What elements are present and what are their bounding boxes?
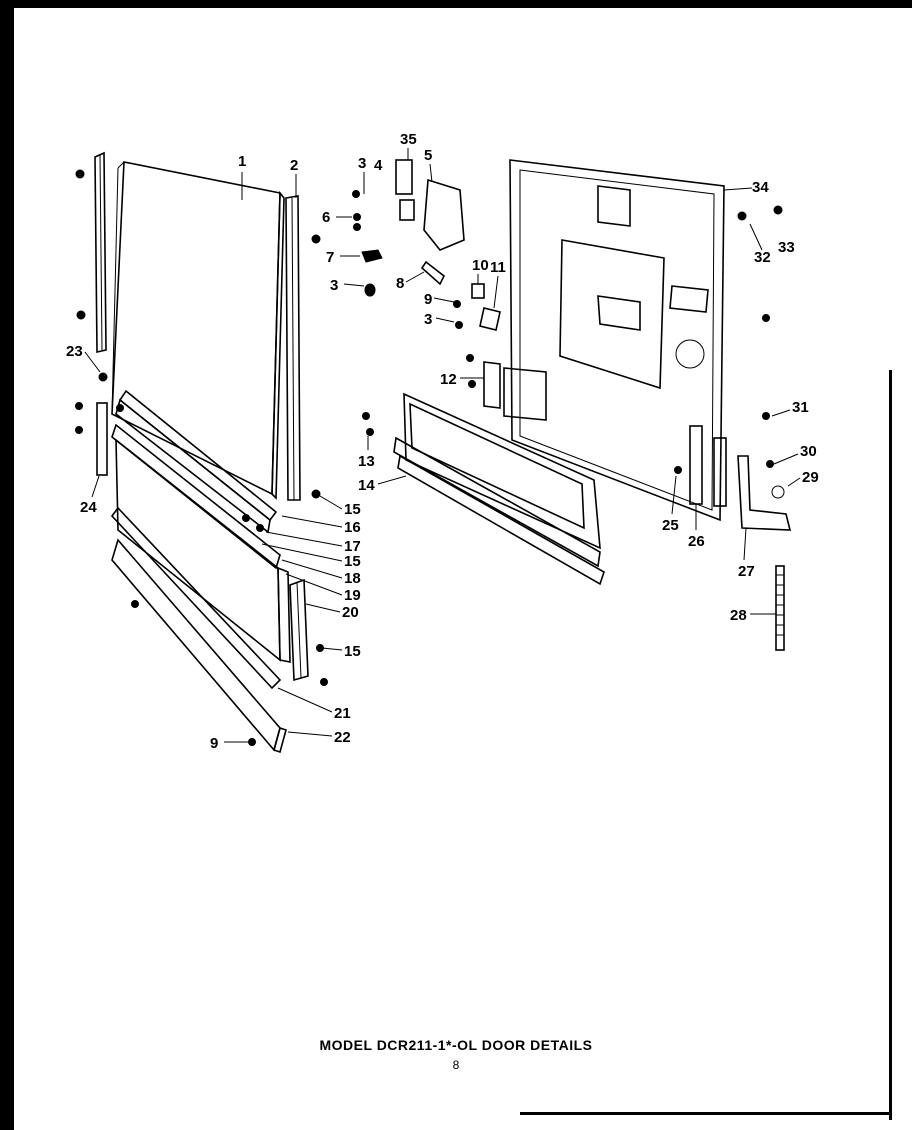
callout-21: 21: [334, 705, 351, 722]
callout-5: 5: [424, 147, 432, 164]
callout-33: 33: [778, 239, 795, 256]
callout-23: 23: [66, 343, 83, 360]
callout-3: 3: [358, 155, 366, 172]
callout-labels: 1 2 3 35 4 5 6 7 3 8 10 11 9 3 34 32 33 …: [66, 131, 819, 752]
door-spring: [775, 565, 785, 651]
callout-10: 10: [472, 257, 489, 274]
hinge-bracket: [466, 354, 547, 421]
right-trim-strip: [285, 195, 301, 501]
callout-24: 24: [80, 499, 97, 516]
hinge-arm: [737, 205, 792, 531]
scan-edge-right: [889, 370, 892, 1120]
small-bracket: [75, 372, 124, 476]
callout-3: 3: [424, 311, 432, 328]
callout-34: 34: [752, 179, 769, 196]
toe-kick: [111, 538, 287, 754]
side-guide: [674, 425, 727, 507]
callout-1: 1: [238, 153, 246, 170]
callout-13: 13: [358, 453, 375, 470]
callout-6: 6: [322, 209, 330, 226]
callout-8: 8: [396, 275, 404, 292]
end-cap: [242, 514, 328, 686]
callout-26: 26: [688, 533, 705, 550]
left-trim-strip: [94, 151, 107, 353]
callout-18: 18: [344, 570, 361, 587]
diagram-caption: MODEL DCR211-1*-OL DOOR DETAILS: [319, 1037, 593, 1053]
callout-19: 19: [344, 587, 361, 604]
callout-15: 15: [344, 643, 361, 660]
callout-28: 28: [730, 607, 747, 624]
callout-3: 3: [330, 277, 338, 294]
callout-20: 20: [342, 604, 359, 621]
callout-32: 32: [754, 249, 771, 266]
callout-9: 9: [210, 735, 218, 752]
kick-rail: [110, 506, 282, 690]
callout-16: 16: [344, 519, 361, 536]
scan-edge-bottom: [520, 1112, 892, 1115]
outer-door-panel: [111, 161, 285, 500]
callout-22: 22: [334, 729, 351, 746]
latch-assembly: [352, 159, 501, 331]
callout-2: 2: [290, 157, 298, 174]
callout-29: 29: [802, 469, 819, 486]
callout-11: 11: [490, 259, 506, 276]
callout-7: 7: [326, 249, 334, 266]
inner-door-panel: [509, 159, 725, 522]
lower-door-panel: [115, 438, 291, 663]
callout-14: 14: [358, 477, 375, 494]
screw-icon: [75, 169, 321, 499]
callout-17: 17: [344, 538, 361, 555]
page-number: 8: [452, 1058, 460, 1072]
door-channel-rail: [111, 389, 281, 570]
callout-12: 12: [440, 371, 457, 388]
leader-lines: [84, 148, 801, 743]
scan-edge-left: [0, 0, 14, 1130]
callout-27: 27: [738, 563, 755, 580]
callout-15: 15: [344, 501, 361, 518]
callout-25: 25: [662, 517, 679, 534]
callout-31: 31: [792, 399, 809, 416]
scan-edge-top: [0, 0, 912, 8]
callout-30: 30: [800, 443, 817, 460]
callout-35: 35: [400, 131, 417, 148]
callout-4: 4: [374, 157, 383, 174]
callout-15: 15: [344, 553, 361, 570]
callout-9: 9: [424, 291, 432, 308]
inner-rail: [362, 392, 605, 586]
